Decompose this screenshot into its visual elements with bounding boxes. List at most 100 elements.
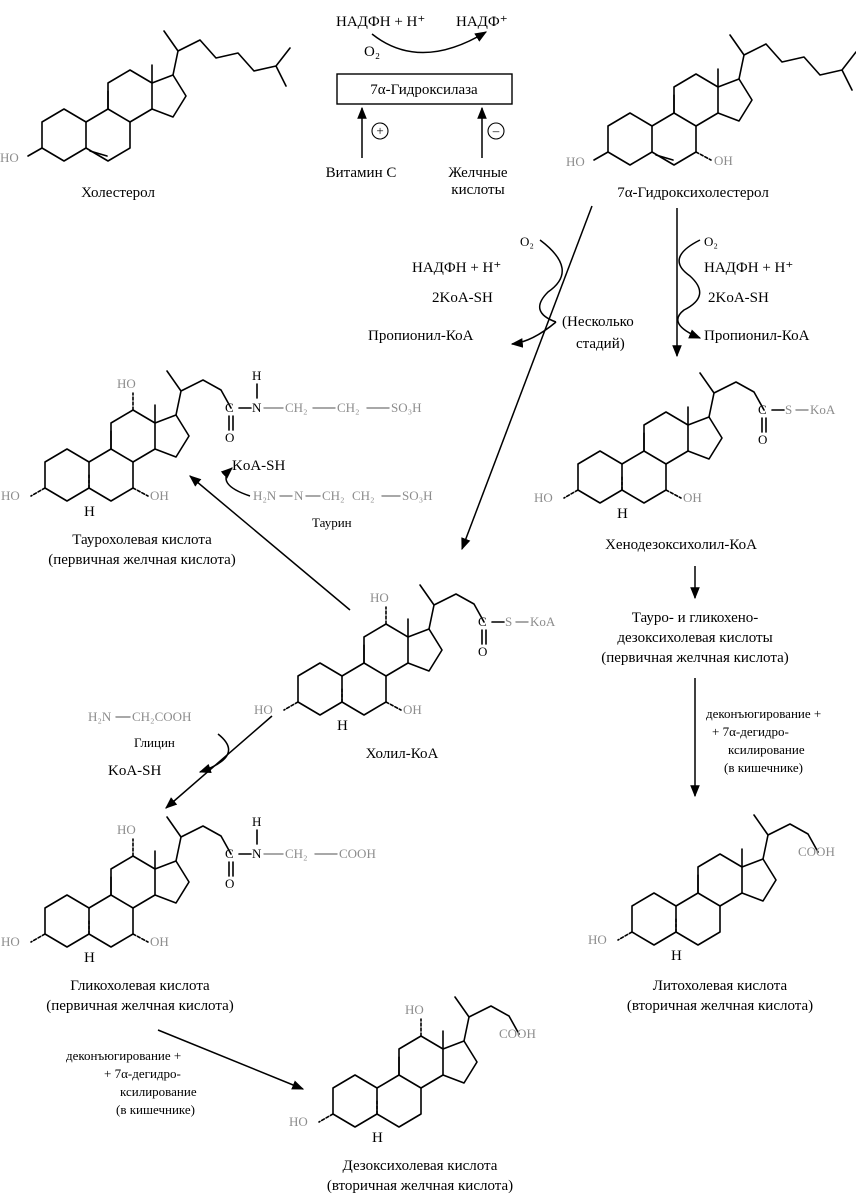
nadph-label: НАДФН + H⁺ (336, 14, 425, 30)
taurine-label: Таурин (312, 515, 352, 530)
cheno-oh7-label: OH (683, 490, 702, 505)
tauro-glyco-label-1: Тауро- и гликохено- (632, 610, 759, 626)
several-steps-label-2: стадий) (576, 336, 625, 352)
tauro-ho12-label: HO (117, 376, 136, 391)
chenodeoxycholyl-coa-label: Хенодезоксихолил-КоА (605, 537, 757, 553)
activation-plus: + (376, 123, 383, 138)
cholesterol-label: Холестерол (81, 185, 155, 201)
litho-ho3-label: HO (588, 932, 607, 947)
hydroxycholesterol-ho-label: HO (566, 154, 585, 169)
koa-sh-glyco-label: KoA-SH (108, 763, 162, 779)
glyco-ho3-label: HO (1, 934, 20, 949)
glycocholic-acid-structure: HO OH HO H C O N H CH₂ COOH (1, 814, 376, 966)
right-propionyl-label: Пропионил-КоА (704, 328, 810, 344)
arrow-to-deoxycholic (157, 1029, 305, 1090)
tauro-ch2-a: CH₂ (285, 400, 308, 415)
bile-acids-label-2: кислоты (451, 182, 504, 198)
enzyme-block: НАДФН + H⁺ НАДФ⁺ O₂ 7α-Гидроксилаза + – … (326, 14, 513, 198)
lithocholic-label-2: (вторичная желчная кислота) (627, 998, 813, 1014)
glyco-cooh: COOH (339, 846, 376, 861)
tauro-oh7-label: OH (150, 488, 169, 503)
cholyl-koa-label: KoA (530, 614, 556, 629)
lithocholic-label-1: Литохолевая кислота (653, 978, 788, 994)
activation-sign (371, 122, 389, 140)
cheno-c-label: C (758, 402, 767, 417)
chenodeoxycholyl-coa-structure: HO OH H C O S KoA (534, 372, 836, 522)
cheno-o-label: O (758, 432, 767, 447)
tauro-ho3-label: HO (1, 488, 20, 503)
left-coa2-label: 2KoA-SH (432, 290, 493, 306)
left-deconj-4: (в кишечнике) (116, 1102, 195, 1117)
tauro-so3h: SO₃H (391, 400, 422, 415)
taurocholic-label-1: Таурохолевая кислота (72, 532, 212, 548)
cholesterol-ho-label: HO (0, 150, 19, 165)
koa-sh-tauro-label: KoA-SH (232, 458, 286, 474)
taurocholic-label-2: (первичная желчная кислота) (48, 552, 236, 568)
o2-label: O₂ (364, 44, 380, 60)
deoxy-ho3-label: HO (289, 1114, 308, 1129)
hydroxycholesterol-structure: HO OH (566, 34, 856, 169)
taurocholic-acid-structure: HO OH HO H C O N H CH₂ CH₂ SO₃H (1, 368, 422, 520)
cholesterol-structure: HO (0, 30, 291, 165)
cheno-koa-label: KoA (810, 402, 836, 417)
glycine-formula: H₂N CH₂COOH (88, 709, 191, 724)
bile-acids-label-1: Желчные (448, 165, 507, 181)
glycine-label: Глицин (134, 735, 175, 750)
taurine-ch2b: CH₂ (352, 488, 375, 503)
cholyl-c-label: C (478, 614, 487, 629)
hydroxycholesterol-oh-label: OH (714, 153, 733, 168)
cholyl-ho3-label: HO (254, 702, 273, 717)
glycine-ch2cooh: CH₂COOH (132, 709, 191, 724)
hydroxycholesterol-label: 7α-Гидроксихолестерол (617, 185, 769, 201)
curved-arrow-right-inputs (677, 239, 702, 339)
glyco-o-label: O (225, 876, 234, 891)
right-nadph-label: НАДФН + H⁺ (704, 260, 793, 276)
tauro-n-label: N (252, 400, 262, 415)
taurine-n: N (294, 488, 304, 503)
taurine-formula: H₂N N CH₂ CH₂ SO₃H (253, 488, 433, 503)
glyco-oh7-label: OH (150, 934, 169, 949)
cholyl-coa-structure: HO OH HO H C O S KoA (254, 584, 556, 734)
glycocholic-label-2: (первичная желчная кислота) (46, 998, 234, 1014)
taurine-so3h: SO₃H (402, 488, 433, 503)
right-deconj-1: деконъюгирование + (706, 706, 821, 721)
right-deconj-4: (в кишечнике) (724, 760, 803, 775)
tauro-c-label: C (225, 400, 234, 415)
tauro-glyco-label-3: (первичная желчная кислота) (601, 650, 789, 666)
left-nadph-label: НАДФН + H⁺ (412, 260, 501, 276)
deoxy-cooh: COOH (499, 1026, 536, 1041)
litho-h5-label: H (671, 948, 682, 964)
tauro-glyco-label-2: дезоксихолевая кислоты (617, 630, 772, 646)
glyco-nh-label: H (252, 814, 261, 829)
tauro-o-label: O (225, 430, 234, 445)
arrow-to-glycocholic (165, 715, 273, 809)
inhibition-minus: – (492, 123, 500, 138)
nadp-label: НАДФ⁺ (456, 14, 508, 30)
cholyl-ho12-label: HO (370, 590, 389, 605)
cheno-h5-label: H (617, 506, 628, 522)
right-coa2-label: 2KoA-SH (708, 290, 769, 306)
left-o2-label: O₂ (520, 234, 534, 249)
deoxy-ho12-label: HO (405, 1002, 424, 1017)
glycine-curved-arrow (198, 733, 230, 773)
right-deconj-2: + 7α-дегидро- (712, 724, 789, 739)
right-o2-label: O₂ (704, 234, 718, 249)
cholyl-s-label: S (505, 614, 512, 629)
cheno-s-label: S (785, 402, 792, 417)
glycine-h2n: H₂N (88, 709, 112, 724)
tauro-h5-label: H (84, 504, 95, 520)
inhibition-sign (487, 122, 505, 140)
glyco-h5-label: H (84, 950, 95, 966)
glyco-ho12-label: HO (117, 822, 136, 837)
taurine-h2n: H₂N (253, 488, 277, 503)
enzyme-box (336, 73, 513, 105)
left-deconj-3: ксилирование (120, 1084, 197, 1099)
lithocholic-acid-structure: HO H COOH (588, 814, 835, 964)
enzyme-label: 7α-Гидроксилаза (370, 82, 478, 98)
cholyl-oh7-label: OH (403, 702, 422, 717)
glyco-n-label: N (252, 846, 262, 861)
glyco-c-label: C (225, 846, 234, 861)
taurine-curved-arrow (220, 467, 251, 497)
arrow-to-taurocholic (189, 475, 351, 611)
